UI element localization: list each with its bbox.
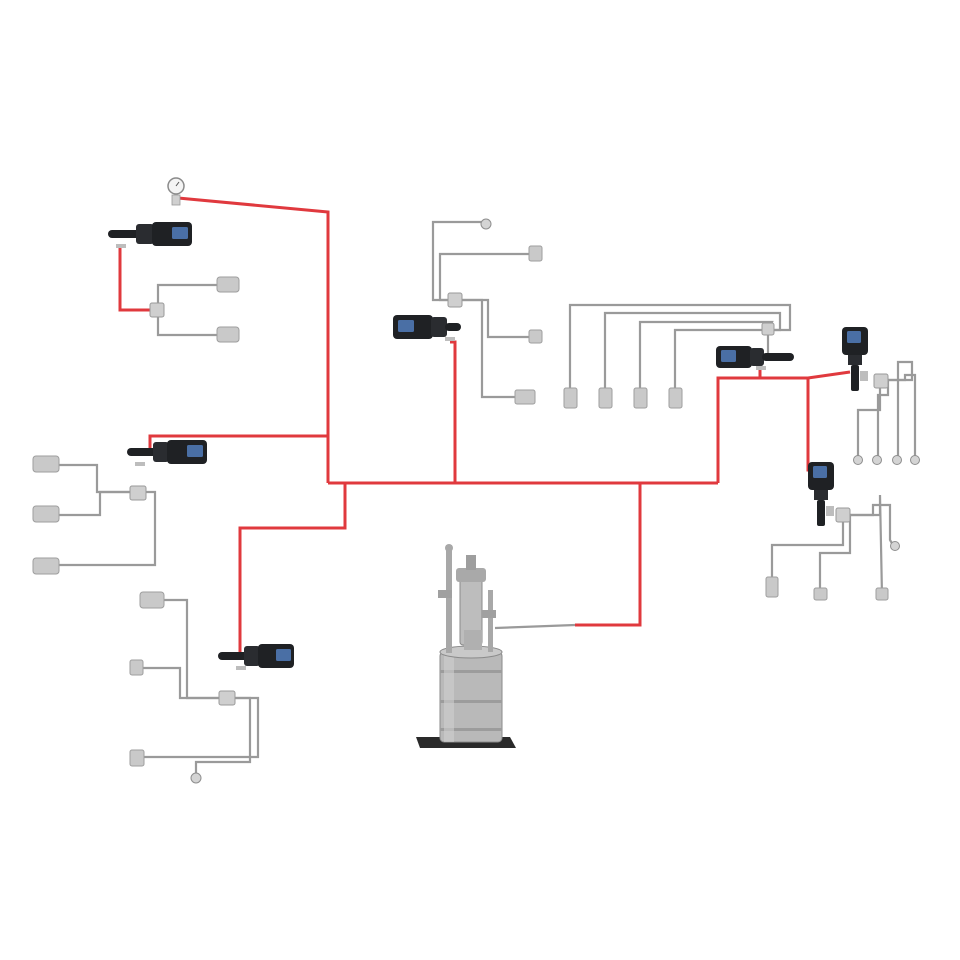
branch-line — [45, 490, 138, 517]
reel-icon — [892, 455, 902, 465]
handheld-meter-icon — [218, 644, 294, 670]
branch-line — [770, 515, 845, 585]
branch-line — [152, 598, 226, 700]
supply-line-bottom-left — [238, 483, 347, 660]
branch-line — [880, 373, 917, 458]
dispense-point — [216, 326, 240, 343]
wall-meter-icon — [842, 327, 868, 391]
branch-line — [194, 696, 252, 775]
dispense-point — [32, 557, 60, 575]
reel-icon — [890, 541, 900, 551]
reel-icon — [190, 772, 202, 784]
dispense-point — [32, 505, 60, 523]
supply-line-mid-left — [148, 434, 328, 452]
reel-icon — [853, 455, 863, 465]
branch-line — [494, 623, 576, 630]
branch-line — [568, 303, 792, 398]
dispense-point — [765, 576, 779, 598]
branch-line — [455, 298, 525, 399]
branch-line — [455, 298, 535, 339]
dispense-point — [514, 389, 536, 405]
drum-pump-icon — [416, 544, 516, 748]
dispense-point — [139, 591, 165, 609]
branch-line — [673, 328, 768, 398]
reel-icon — [872, 455, 882, 465]
supply-line-right-lower — [806, 378, 826, 472]
dispense-point — [875, 587, 889, 601]
dispense-point — [668, 387, 683, 409]
manifold-block — [129, 485, 147, 501]
branch-line — [818, 513, 852, 595]
supply-line-pump — [575, 483, 642, 627]
branch-line — [856, 380, 882, 458]
manifold-block — [873, 373, 889, 389]
dispense-points — [32, 245, 889, 767]
dispense-point — [129, 749, 145, 767]
wall-meter-icon — [808, 462, 834, 526]
manifold-block — [447, 292, 463, 308]
branch-line — [603, 311, 782, 398]
supply-network — [118, 196, 851, 660]
manifold-block — [835, 507, 851, 523]
dispense-point — [813, 587, 828, 601]
manifolds — [129, 292, 889, 706]
supply-line-center — [450, 340, 457, 483]
supply-line-top-left — [177, 196, 330, 483]
dispense-point — [633, 387, 648, 409]
supply-line-top-left-down — [118, 245, 155, 312]
dispense-point — [528, 329, 543, 344]
dispense-point — [563, 387, 578, 409]
reel-icon — [910, 455, 920, 465]
handheld-meter-icon — [393, 315, 461, 341]
reel-icon — [480, 218, 492, 230]
dispense-point — [129, 659, 144, 676]
branch-line — [843, 503, 894, 546]
handheld-meter-icon — [716, 346, 794, 370]
dispense-point — [216, 276, 240, 293]
handheld-meter-icon — [127, 440, 207, 466]
branch-line — [156, 312, 228, 337]
manifold-block — [149, 302, 165, 318]
supply-line-right — [716, 370, 851, 483]
dispense-point — [598, 387, 613, 409]
pressure-gauge-icon — [167, 177, 185, 206]
branch-line — [137, 666, 226, 700]
handheld-meter-icon — [108, 222, 192, 248]
dispense-point — [32, 455, 60, 473]
reels — [190, 218, 920, 784]
branch-line — [138, 696, 260, 759]
dispense-point — [528, 245, 543, 262]
manifold-block — [761, 322, 775, 336]
manifold-block — [218, 690, 236, 706]
